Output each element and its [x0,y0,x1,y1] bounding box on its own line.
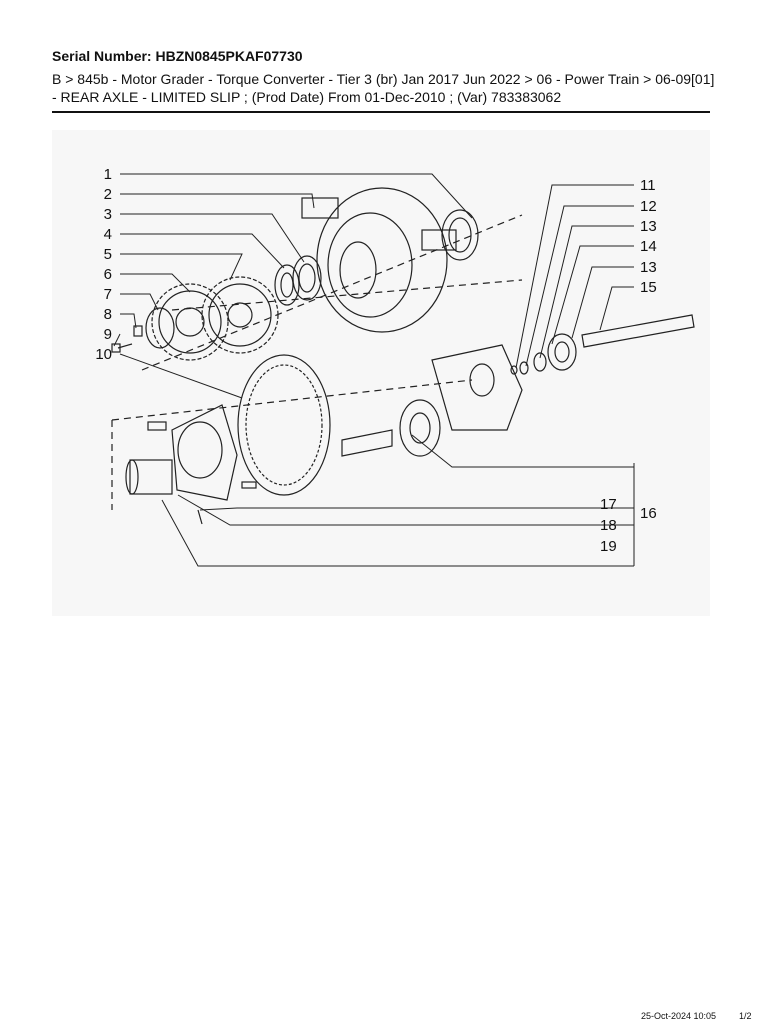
callout-10: 10 [95,346,112,363]
assembly-dashed-line [111,379,473,421]
callout-9: 9 [104,326,112,343]
callout-6: 6 [104,266,112,283]
callout-labels: 1 2 3 4 5 6 7 8 9 10 11 12 13 14 13 15 1… [95,166,656,555]
callout-13b: 13 [640,259,657,276]
callout-3: 3 [104,206,112,223]
bearing-seal-set [274,255,322,306]
callout-14: 14 [640,238,657,255]
callout-5: 5 [104,246,112,263]
assembly-dashed-line [171,279,523,311]
callout-4: 4 [104,226,112,243]
leader-lines [113,173,635,567]
header-divider [52,111,710,113]
callout-1: 1 [104,166,112,183]
bolt-and-washer [111,325,143,353]
callout-17: 17 [600,496,617,513]
callout-15: 15 [640,279,657,296]
breadcrumb: B > 845b - Motor Grader - Torque Convert… [52,71,715,105]
callout-11: 11 [640,177,656,194]
planet-gear-set [341,344,523,457]
callout-2: 2 [104,186,112,203]
callout-8: 8 [104,306,112,323]
callout-19: 19 [600,538,617,555]
axle-shaft-assembly [510,314,695,375]
hub-housing [301,187,479,333]
footer-datetime: 25-Oct-2024 10:05 [641,1011,717,1021]
callout-13: 13 [640,218,657,235]
ring-gear [237,354,331,496]
callout-7: 7 [104,286,112,303]
callout-16: 16 [640,505,657,522]
parts-diagram: 1 2 3 4 5 6 7 8 9 10 11 12 13 14 13 15 1… [52,130,710,616]
serial-number: Serial Number: HBZN0845PKAF07730 [52,48,303,64]
callout-18: 18 [600,517,617,534]
callout-12: 12 [640,198,657,215]
exploded-view-drawing: 1 2 3 4 5 6 7 8 9 10 11 12 13 14 13 15 1… [95,166,695,567]
footer-page-number: 1/2 [739,1011,752,1021]
assembly-dashed-line [141,214,523,371]
sun-gears [145,276,279,361]
planet-carrier [125,404,257,525]
